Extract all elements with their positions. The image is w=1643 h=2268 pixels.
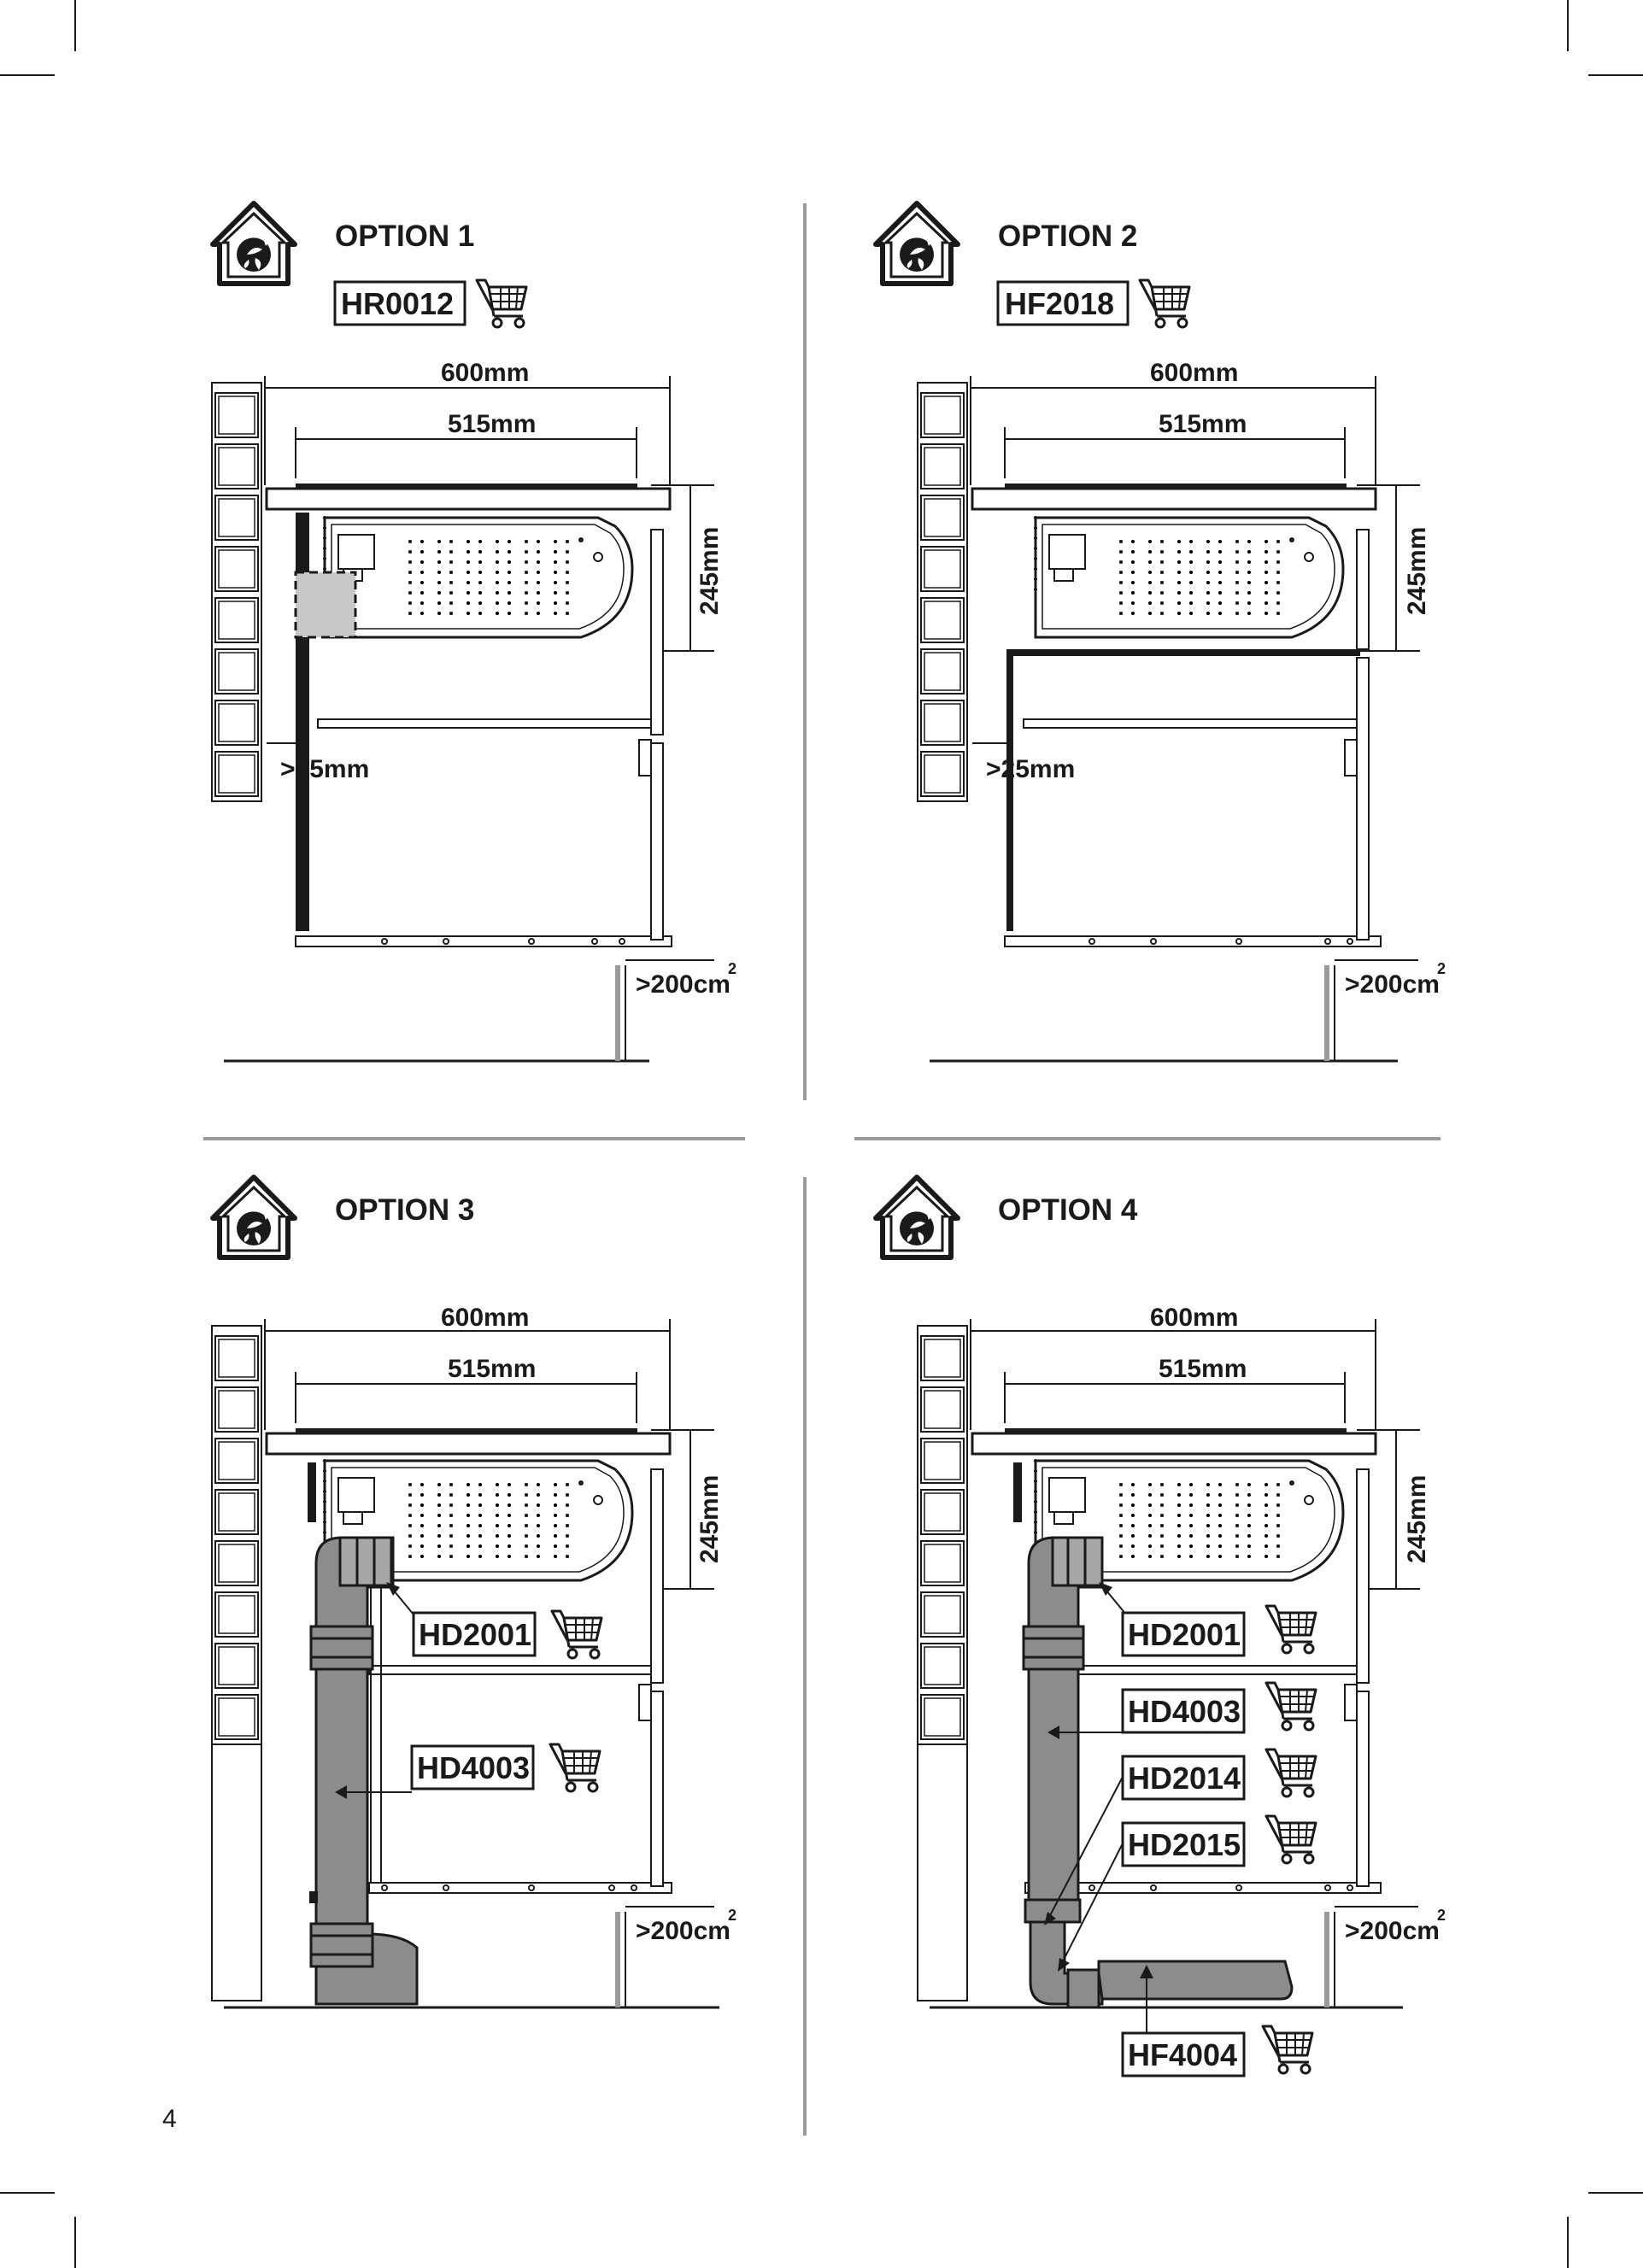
part-code-box: [1121, 1611, 1246, 1657]
recirculation-house-icon: [876, 203, 958, 284]
shopping-cart-icon[interactable]: [475, 278, 528, 329]
brick-wall: [211, 1325, 262, 1745]
dimension-245mm: 245mm: [1403, 1475, 1431, 1563]
vent-area-label: >200cm: [636, 970, 731, 999]
brick-wall: [917, 382, 968, 802]
shopping-cart-icon[interactable]: [1265, 1604, 1317, 1655]
part-code-box: [412, 1611, 537, 1657]
part-code-hd2014: HD2014: [1128, 1761, 1241, 1796]
part-code-hd2001: HD2001: [419, 1617, 531, 1652]
shopping-cart-icon[interactable]: [1265, 1748, 1317, 1798]
shopping-cart-icon[interactable]: [549, 1743, 601, 1793]
hood-unit: [1034, 516, 1343, 637]
option-4-panel: OPTION 4 600mm 515mm 245mm: [876, 1177, 1446, 2078]
recirculation-house-icon: [213, 1177, 295, 1257]
dimension-245mm: 245mm: [1403, 527, 1431, 615]
dimension-245mm: 245mm: [695, 527, 724, 615]
part-code-hr0012: HR0012: [341, 286, 454, 321]
shopping-cart-icon[interactable]: [1265, 1814, 1317, 1865]
part-code-box: [410, 1744, 535, 1790]
part-code-hf2018: HF2018: [1005, 286, 1114, 321]
duct-assembly: [309, 1536, 419, 2006]
page-number: 4: [162, 2105, 177, 2133]
dimension-600mm: 600mm: [1150, 1304, 1238, 1332]
dimension-gap: >25mm: [280, 755, 369, 783]
option-2-panel: OPTION 2 HF2018 600mm 515mm 245mm >25mm: [876, 203, 1446, 1063]
filter-hf4004: [1097, 1960, 1294, 2001]
shopping-cart-icon[interactable]: [1265, 1681, 1317, 1732]
dimension-600mm: 600mm: [441, 1304, 529, 1332]
brick-wall: [917, 1325, 968, 1745]
dimension-515mm: 515mm: [448, 410, 536, 438]
vent-area-superscript: 2: [728, 1907, 736, 1924]
dimension-515mm: 515mm: [1159, 410, 1247, 438]
dimension-600mm: 600mm: [1150, 359, 1238, 387]
vent-area-label: >200cm: [1345, 1917, 1440, 1945]
part-code-hd2015: HD2015: [1128, 1827, 1241, 1862]
part-code-box: [1121, 1755, 1246, 1801]
dimension-515mm: 515mm: [1159, 1355, 1247, 1383]
shopping-cart-icon[interactable]: [550, 1609, 603, 1660]
dimension-gap: >25mm: [986, 755, 1075, 783]
option-1-title: OPTION 1: [335, 220, 474, 253]
part-code-box: [996, 280, 1130, 326]
filter-hr0012: [294, 571, 357, 639]
part-code-box: [1121, 1688, 1246, 1734]
filter-hf2018: [1006, 649, 1360, 931]
part-code-hd2001: HD2001: [1128, 1617, 1241, 1652]
option-3-title: OPTION 3: [335, 1193, 474, 1227]
dimension-245mm: 245mm: [695, 1475, 724, 1563]
vent-area-label: >200cm: [1345, 970, 1440, 999]
shopping-cart-icon[interactable]: [1261, 2025, 1314, 2075]
option-2-title: OPTION 2: [998, 220, 1137, 253]
vent-area-superscript: 2: [1437, 960, 1446, 977]
option-4-title: OPTION 4: [998, 1193, 1138, 1227]
brick-wall: [211, 382, 262, 802]
part-code-hd4003: HD4003: [1128, 1694, 1241, 1729]
part-code-hf4004: HF4004: [1128, 2037, 1237, 2072]
dimension-515mm: 515mm: [448, 1355, 536, 1383]
recirculation-house-icon: [876, 1177, 958, 1257]
part-code-box: [1121, 2031, 1246, 2078]
option-1-panel: OPTION 1 HR0012 600mm 515mm 245mm >25mm: [211, 203, 736, 1063]
shopping-cart-icon[interactable]: [1138, 278, 1191, 329]
hood-unit: [323, 516, 632, 637]
vent-area-superscript: 2: [728, 960, 736, 977]
part-code-hd4003: HD4003: [417, 1750, 530, 1785]
recirculation-house-icon: [213, 203, 295, 284]
part-code-box: [1121, 1821, 1246, 1867]
panel-dividers: [203, 203, 1441, 2136]
vent-area-superscript: 2: [1437, 1907, 1446, 1924]
dimension-600mm: 600mm: [441, 359, 529, 387]
option-3-panel: OPTION 3 600mm 515mm 245mm: [211, 1177, 736, 2009]
vent-area-label: >200cm: [636, 1917, 731, 1945]
part-code-box: [333, 280, 466, 326]
